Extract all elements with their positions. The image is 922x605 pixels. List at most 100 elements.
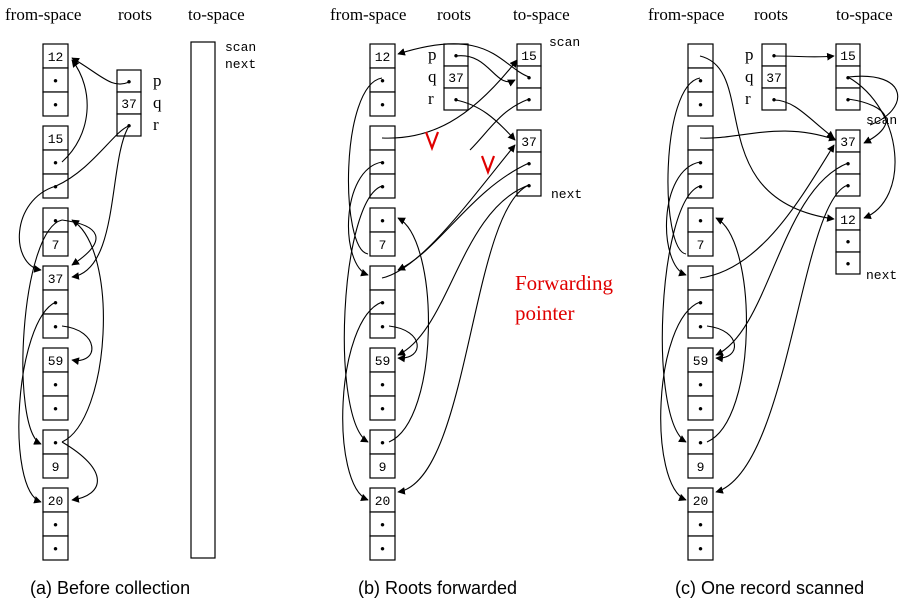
to-space-column: 15 • • 37 • • scan next — [516, 35, 582, 202]
heap-cell — [369, 91, 396, 117]
to-space-header: to-space — [188, 5, 245, 24]
caption-c: (c) One record scanned — [675, 578, 864, 598]
cell-value: 59 — [48, 354, 64, 369]
pointer-arrow — [706, 217, 748, 443]
pointer-arrow — [347, 77, 383, 255]
cell-value: • — [52, 436, 60, 451]
root-value: 37 — [448, 71, 464, 86]
from-space-header: from-space — [5, 5, 81, 24]
pointer-arrow — [397, 162, 530, 271]
pointer-arrow — [715, 184, 849, 494]
cell-value: • — [697, 156, 705, 171]
cell-value: • — [844, 235, 852, 250]
cell-value: • — [697, 518, 705, 533]
scan-label: scan — [225, 40, 256, 55]
pointer-arrow — [773, 52, 835, 61]
root-label-r: r — [153, 115, 159, 134]
forwarding-pointer-label: Forwarding — [515, 271, 613, 295]
cell-value: 59 — [693, 354, 709, 369]
cell-value: • — [379, 542, 387, 557]
cell-value: • — [844, 157, 852, 172]
heap-cell — [369, 371, 396, 397]
pointer-arrow — [381, 144, 516, 279]
next-label: next — [866, 268, 897, 283]
pointer-arrow — [71, 125, 130, 280]
pointer-arrows — [18, 57, 130, 504]
root-label-q: q — [428, 67, 437, 86]
cell-value: 12 — [840, 213, 856, 228]
pointer-arrows — [660, 52, 899, 502]
to-space-region — [190, 41, 216, 559]
cell-value: • — [379, 518, 387, 533]
heap-cell — [42, 91, 69, 117]
caption-a: (a) Before collection — [30, 578, 190, 598]
cell-value: • — [379, 98, 387, 113]
pointer-arrow — [381, 59, 518, 139]
cell-value: 59 — [375, 354, 391, 369]
from-space-header: from-space — [330, 5, 406, 24]
cell-value: • — [697, 180, 705, 195]
cell-value: • — [52, 214, 60, 229]
pointer-arrow — [61, 219, 104, 443]
pointer-arrow — [388, 217, 430, 443]
cell-value: • — [844, 257, 852, 272]
scan-label: scan — [549, 35, 580, 50]
cell-value: • — [525, 157, 533, 172]
pointer-arrow — [847, 98, 887, 144]
cell-value: • — [697, 320, 705, 335]
root-label-q: q — [745, 67, 754, 86]
roots-header: roots — [754, 5, 788, 24]
pointer-arrow — [847, 76, 896, 220]
cell-value: 9 — [52, 460, 60, 475]
root-label-q: q — [153, 93, 162, 112]
cell-value: • — [697, 296, 705, 311]
heap-cell — [687, 149, 714, 175]
panel-c: from-space roots to-space • • — [648, 5, 899, 598]
root-label-r: r — [428, 89, 434, 108]
cell-value: • — [525, 71, 533, 86]
heap-cell — [369, 453, 396, 479]
pointer-arrow — [667, 77, 701, 255]
pointer-arrow — [388, 325, 418, 363]
panel-a: from-space roots to-space 12 • — [5, 5, 256, 598]
root-label-p: p — [428, 45, 437, 64]
to-space-column: 15 • • 37 • • 12 • • scan next — [835, 43, 897, 283]
cell-value: • — [697, 436, 705, 451]
pointer-arrow — [699, 55, 835, 222]
cell-value: • — [52, 74, 60, 89]
to-cell — [835, 251, 861, 275]
cell-value: • — [697, 378, 705, 393]
pointer-arrow — [665, 161, 701, 277]
cell-value: 15 — [521, 49, 537, 64]
cell-value: • — [379, 378, 387, 393]
pointer-arrow — [699, 144, 835, 279]
from-space-column: 12 • • 15 • • • 7 37 • • 59 • • • 9 20 •… — [42, 43, 69, 561]
cell-value: • — [379, 402, 387, 417]
cell-value: • — [52, 156, 60, 171]
cell-value: • — [697, 402, 705, 417]
heap-cell — [42, 535, 69, 561]
cell-value: 15 — [48, 132, 64, 147]
cell-value: 37 — [48, 272, 64, 287]
pointer-arrow — [61, 59, 88, 163]
pointer-arrow — [397, 43, 530, 78]
heap-cell — [687, 231, 714, 257]
cell-value: • — [379, 436, 387, 451]
pointer-arrow — [61, 441, 98, 503]
cell-value: • — [379, 156, 387, 171]
forwarding-mark — [480, 155, 496, 176]
cell-value: 15 — [840, 49, 856, 64]
pointer-arrow — [469, 98, 530, 151]
to-space-header: to-space — [513, 5, 570, 24]
roots-column: • 37 • p q r — [428, 43, 469, 111]
cell-value: • — [525, 179, 533, 194]
roots-column: • 37 • p q r — [116, 69, 162, 137]
cell-value: 37 — [521, 135, 537, 150]
root-cell — [443, 87, 469, 111]
heap-cell — [42, 487, 69, 513]
root-value: 37 — [121, 97, 137, 112]
heap-cell — [687, 395, 714, 421]
pointer-arrow — [397, 184, 530, 356]
root-cell — [761, 87, 787, 111]
from-space-column: 12 • • • • • 7 • • 59 • • • 9 20 • • — [369, 43, 396, 561]
